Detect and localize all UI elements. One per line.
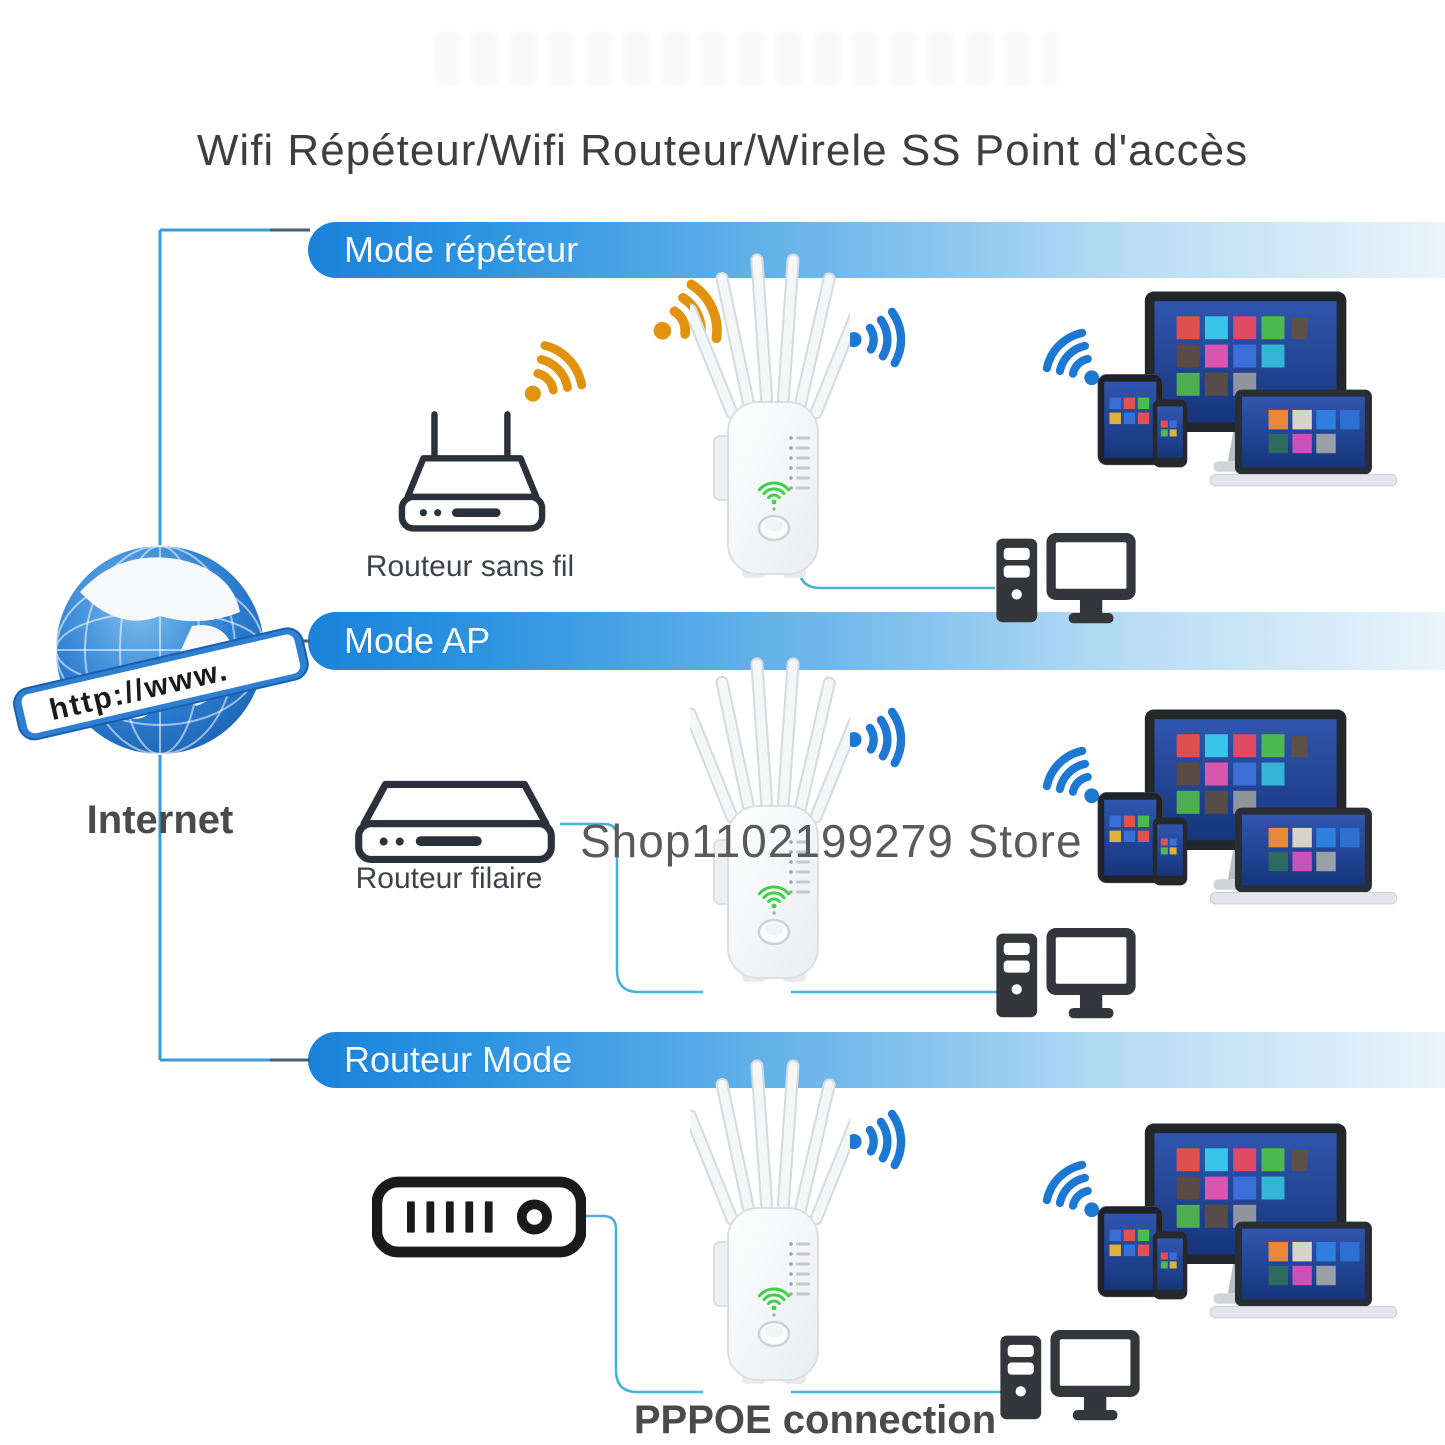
banner-mode-repeater: Mode répéteur xyxy=(308,222,1445,278)
desktop-pc-icon xyxy=(996,928,1136,1021)
wireless-router-icon xyxy=(386,404,558,547)
banner-label: Mode répéteur xyxy=(344,229,579,270)
banner-mode-ap: Mode AP xyxy=(308,612,1445,670)
client-devices-cluster-icon xyxy=(1095,288,1405,493)
store-watermark: Shop1102199279 Store xyxy=(580,815,1083,867)
pppoe-connection-label: PPPOE connection xyxy=(633,1398,997,1442)
client-devices-cluster-icon xyxy=(1095,706,1405,911)
repeater-device-icon xyxy=(690,252,850,592)
desktop-pc-icon xyxy=(996,533,1136,626)
wifi-signal-orange-icon xyxy=(515,331,598,414)
internet-globe-icon: http://www. xyxy=(13,545,309,755)
wired-router-label: Routeur filaire xyxy=(355,862,543,895)
wireless-router-label: Routeur sans fil xyxy=(365,550,575,583)
client-devices-cluster-icon xyxy=(1095,1120,1405,1325)
repeater-device-icon xyxy=(690,1058,850,1398)
faint-top-watermark xyxy=(435,32,1060,86)
modem-icon xyxy=(372,1176,586,1258)
internet-label: Internet xyxy=(86,798,234,842)
page-title: Wifi Répéteur/Wifi Routeur/Wirele SS Poi… xyxy=(196,126,1249,175)
banner-label: Routeur Mode xyxy=(344,1039,573,1080)
banner-router-mode: Routeur Mode xyxy=(308,1032,1445,1088)
banner-label: Mode AP xyxy=(344,620,491,661)
